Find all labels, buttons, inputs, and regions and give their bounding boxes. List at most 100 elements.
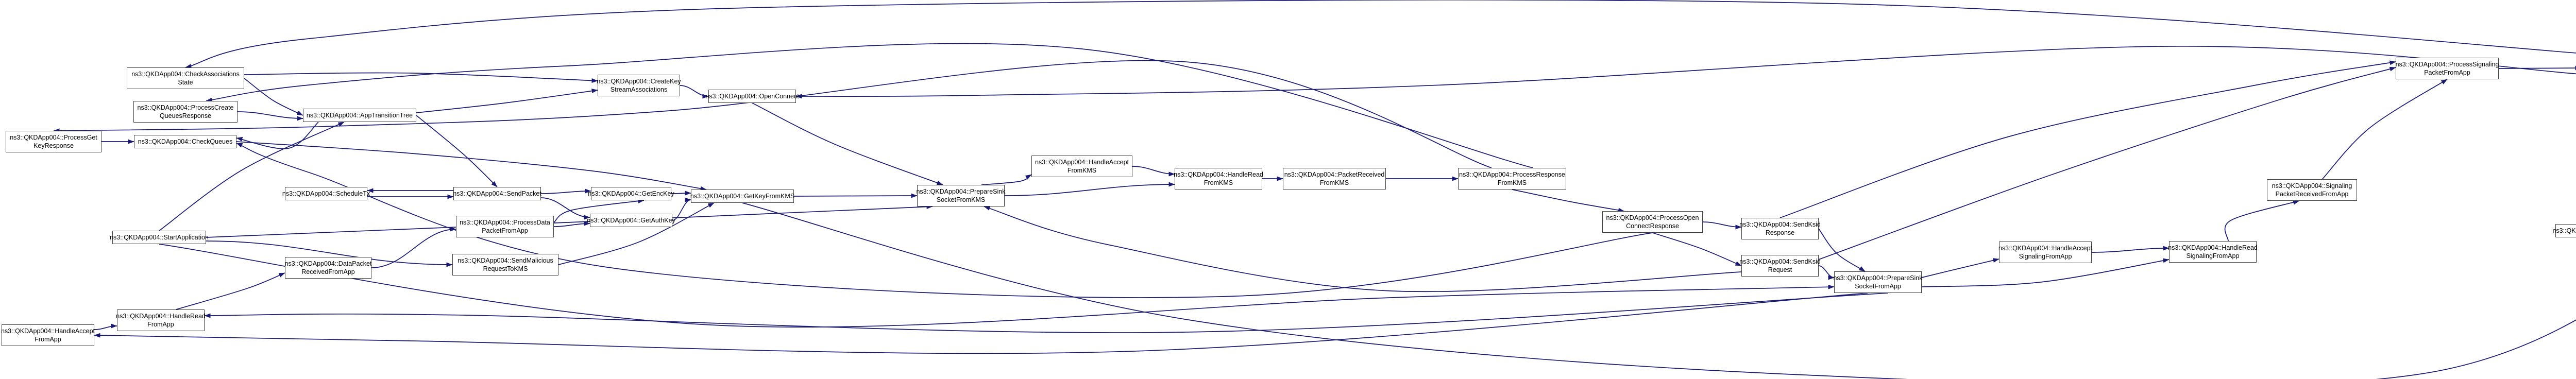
graph-node-label: PacketFromApp <box>482 227 528 234</box>
edge-startApplication-to-appTransitionTree <box>159 122 345 231</box>
graph-node-label: ns3::QKDApp004::OpenConnect <box>705 92 799 100</box>
graph-node-label: ns3::QKDApp004::GetEncKey <box>588 190 674 197</box>
graph-node-label: ns3::QKDApp004::GetKeyFromKMS <box>690 192 795 200</box>
graph-node-label: ns3::QKDApp004::StartApplication <box>110 233 209 241</box>
edge-sendKsidResponse-to-prepareSinkSocketFromApp <box>1818 228 1866 272</box>
graph-node-label: ns3::QKDApp004::ScheduleTx <box>282 190 370 197</box>
graph-node-stopApplication[interactable]: ns3::QKDApp004::StopApplication <box>2552 224 2576 237</box>
edge-startApplication-to-prepareSinkSocketFromKMS <box>206 204 933 238</box>
graph-node-label: QueuesResponse <box>159 112 212 119</box>
graph-node-label: ns3::QKDApp004::HandleRead <box>116 312 206 320</box>
edge-appTransitionTree-to-createKeyStreamAssociations <box>416 89 598 113</box>
edge-sendKsidRequest-to-processSignalingPacketFromApp <box>1818 66 2396 260</box>
graph-node-label: FromApp <box>35 336 61 343</box>
edge-startApplication-to-sendMaliciousRequestToKMS <box>206 240 453 267</box>
graph-node-getAuthKey[interactable]: ns3::QKDApp004::GetAuthKey <box>587 214 675 227</box>
edge-checkAssociationsState-to-createKeyStreamAssociations <box>244 72 598 83</box>
graph-node-label: ns3::QKDApp004::AppTransitionTree <box>306 111 413 119</box>
graph-node-label: Response <box>1765 229 1795 236</box>
graph-node-label: ns3::QKDApp004::StopApplication <box>2552 227 2576 234</box>
graph-node-label: StreamAssociations <box>610 86 668 93</box>
graph-node-label: ns3::QKDApp004::SendKsid <box>1739 220 1821 228</box>
edge-processResponseFromKMS-to-processOpenConnectResponse <box>1512 189 1624 213</box>
graph-node-label: ns3::QKDApp004::HandleAccept <box>1035 158 1129 166</box>
graph-node-label: ns3::QKDApp004::Signaling <box>2272 182 2352 190</box>
graph-node-startApplication[interactable]: ns3::QKDApp004::StartApplication <box>110 231 209 244</box>
edge-prepareSinkSocketFromApp-to-handleReadSignalingFromApp <box>1921 258 2170 287</box>
edge-appTransitionTree-to-sendPacket <box>416 115 498 187</box>
graph-node-label: RequestToKMS <box>483 265 528 272</box>
graph-node-scheduleTx[interactable]: ns3::QKDApp004::ScheduleTx <box>282 187 370 200</box>
edge-signalingPacketReceivedFromApp-to-processSignalingPacketFromApp <box>2321 79 2448 180</box>
graph-node-checkQueues[interactable]: ns3::QKDApp004::CheckQueues <box>134 135 236 148</box>
graph-node-label: ns3::QKDApp004::PrepareSink <box>916 187 1006 195</box>
graph-node-label: ns3::QKDApp004::HandleAccept <box>1998 244 2093 252</box>
edge-handleAcceptFromApp-to-handleReadFromApp <box>94 323 117 330</box>
graph-node-label: ns3::QKDApp004::ProcessCreate <box>137 104 234 111</box>
graph-node-label: FromKMS <box>1497 179 1527 186</box>
edge-startApplication-to-prepareSinkSocketFromApp <box>159 244 1835 328</box>
edge-prepareSinkSocketFromKMS-to-handleAcceptFromKMS <box>981 174 1032 185</box>
graph-node-label: ns3::QKDApp004::ProcessOpen <box>1606 214 1699 221</box>
edge-prepareSinkSocketFromApp-to-handleAcceptFromApp <box>94 292 1868 354</box>
edge-sendMaliciousRequestToKMS-to-getKeyFromKMS <box>558 202 715 265</box>
graph-node-openConnect[interactable]: ns3::QKDApp004::OpenConnect <box>705 90 799 103</box>
edge-processResponseFromKMS-to-processGetKeyResponse <box>53 60 1492 168</box>
graph-node-getKeyFromKMS[interactable]: ns3::QKDApp004::GetKeyFromKMS <box>690 190 795 203</box>
edge-openConnect-to-prepareSinkSocketFromKMS <box>752 102 943 185</box>
edge-processOpenConnectResponse-to-sendKsidRequest <box>1652 232 1742 266</box>
edge-processSendKsidResponse-to-checkAssociationsState <box>185 0 2576 68</box>
graph-node-label: ns3::QKDApp004::CheckAssociations <box>131 70 240 78</box>
graph-node-label: FromApp <box>147 321 174 328</box>
edge-getKeyFromKMS-to-close <box>742 202 2576 379</box>
edge-processSendKsidResponse-to-openConnect <box>795 45 2576 99</box>
graph-node-appTransitionTree[interactable]: ns3::QKDApp004::AppTransitionTree <box>303 109 416 122</box>
graph-node-label: ns3::QKDApp004::ProcessResponse <box>1459 170 1565 178</box>
edge-dataPacketReceivedFromApp-to-processDataPacketFromApp <box>371 227 456 268</box>
graph-node-label: ns3::QKDApp004::ProcessData <box>460 218 550 226</box>
graph-node-label: ns3::QKDApp004::CheckQueues <box>138 137 233 145</box>
edge-sendKsidResponse-to-processSignalingPacketFromApp <box>1780 60 2396 218</box>
edge-checkQueues-to-getKeyFromKMS <box>236 141 707 191</box>
graph-node-label: ns3::QKDApp004::ProcessSignaling <box>2395 60 2499 68</box>
graph-node-label: SocketFromApp <box>1855 283 1901 290</box>
edge-sendPacket-to-getEncKey <box>540 188 591 194</box>
edge-prepareSinkSocketFromApp-to-handleReadFromApp <box>204 292 1889 333</box>
graph-node-label: FromKMS <box>1204 179 1233 186</box>
graph-node-label: ns3::QKDApp004::ProcessGet <box>10 133 97 141</box>
graph-node-getEncKey[interactable]: ns3::QKDApp004::GetEncKey <box>588 187 674 200</box>
graph-node-label: ns3::QKDApp004::SendMalicious <box>457 256 553 264</box>
edge-processResponseFromKMS-to-processCreateQueuesResponse <box>206 43 1533 168</box>
graph-node-label: PacketReceivedFromApp <box>2275 191 2349 198</box>
graph-node-label: PacketFromApp <box>2424 69 2470 76</box>
graph-node-sendPacket[interactable]: ns3::QKDApp004::SendPacket <box>453 187 541 200</box>
graph-node-label: ns3::QKDApp004::GetAuthKey <box>587 216 675 224</box>
edge-sendPacket-to-getAuthKey <box>540 197 590 220</box>
edge-processDataPacketFromApp-to-getAuthKey <box>553 221 590 227</box>
edge-sendKsidRequest-to-prepareSinkSocketFromKMS <box>984 206 1742 292</box>
